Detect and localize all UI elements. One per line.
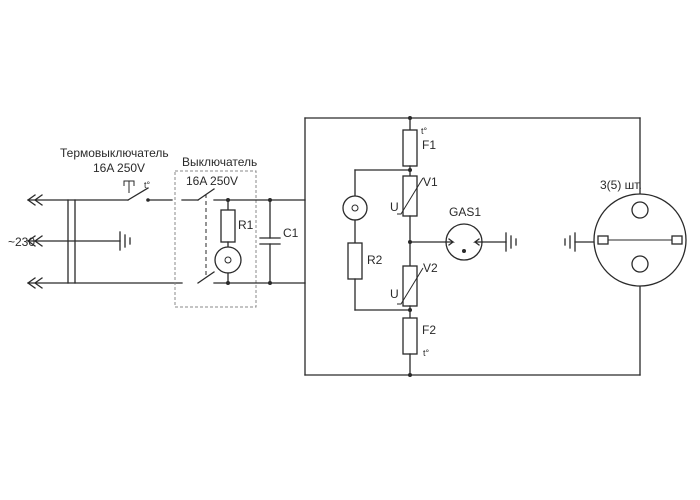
power-socket: 3(5) шт. (593, 178, 687, 287)
f1-fuse (402, 129, 418, 167)
v1-u: U (390, 200, 399, 214)
switch-rating: 16A 250V (186, 174, 238, 188)
v2-label: V2 (423, 261, 438, 275)
r2-label: R2 (367, 253, 383, 267)
mains-voltage-label: ~230 (8, 235, 35, 249)
v2-u: U (390, 287, 399, 301)
gas1-label: GAS1 (449, 205, 481, 219)
capacitor-c1: C1 (259, 198, 299, 285)
r1-label: R1 (238, 218, 254, 232)
socket-pin-bottom-icon (631, 255, 649, 273)
socket-count-label: 3(5) шт. (600, 178, 642, 192)
r2-resistor (347, 242, 363, 280)
f2-temp: t° (423, 348, 430, 358)
switch-box (174, 170, 257, 308)
ground-middle-icon (505, 232, 517, 252)
r1-resistor (220, 209, 236, 243)
mains-input: ~230 (8, 194, 183, 289)
ground-left-icon (119, 231, 131, 251)
indicator-lamp-icon (214, 246, 242, 274)
socket-pin-top-icon (631, 201, 649, 219)
f2-label: F2 (422, 323, 436, 337)
switch-title: Выключатель (182, 155, 257, 169)
thermal-switch-temp: t° (144, 180, 151, 190)
indicator-lamp-2-icon (342, 195, 368, 221)
thermal-switch-title: Термовыключатель (60, 146, 169, 160)
main-switch: Выключатель 16A 250V R1 (174, 155, 306, 308)
protection-branch: t° F1 V1 U V2 U F2 t° (390, 116, 438, 377)
indicator-branch: R2 (342, 168, 412, 312)
main-rails (304, 117, 641, 376)
f2-fuse (402, 317, 418, 355)
socket-ground-right-icon (671, 235, 683, 245)
thermal-switch: t° Термовыключатель 16A 250V (60, 146, 173, 202)
v1-label: V1 (423, 175, 438, 189)
socket-ground-left-icon (597, 235, 609, 245)
thermal-switch-rating: 16A 250V (93, 161, 145, 175)
f1-temp: t° (421, 126, 428, 136)
gas-discharger: GAS1 (409, 205, 507, 261)
f1-label: F1 (422, 138, 436, 152)
c1-label: C1 (283, 226, 299, 240)
v1-varistor (402, 175, 418, 217)
v2-varistor (402, 265, 418, 307)
